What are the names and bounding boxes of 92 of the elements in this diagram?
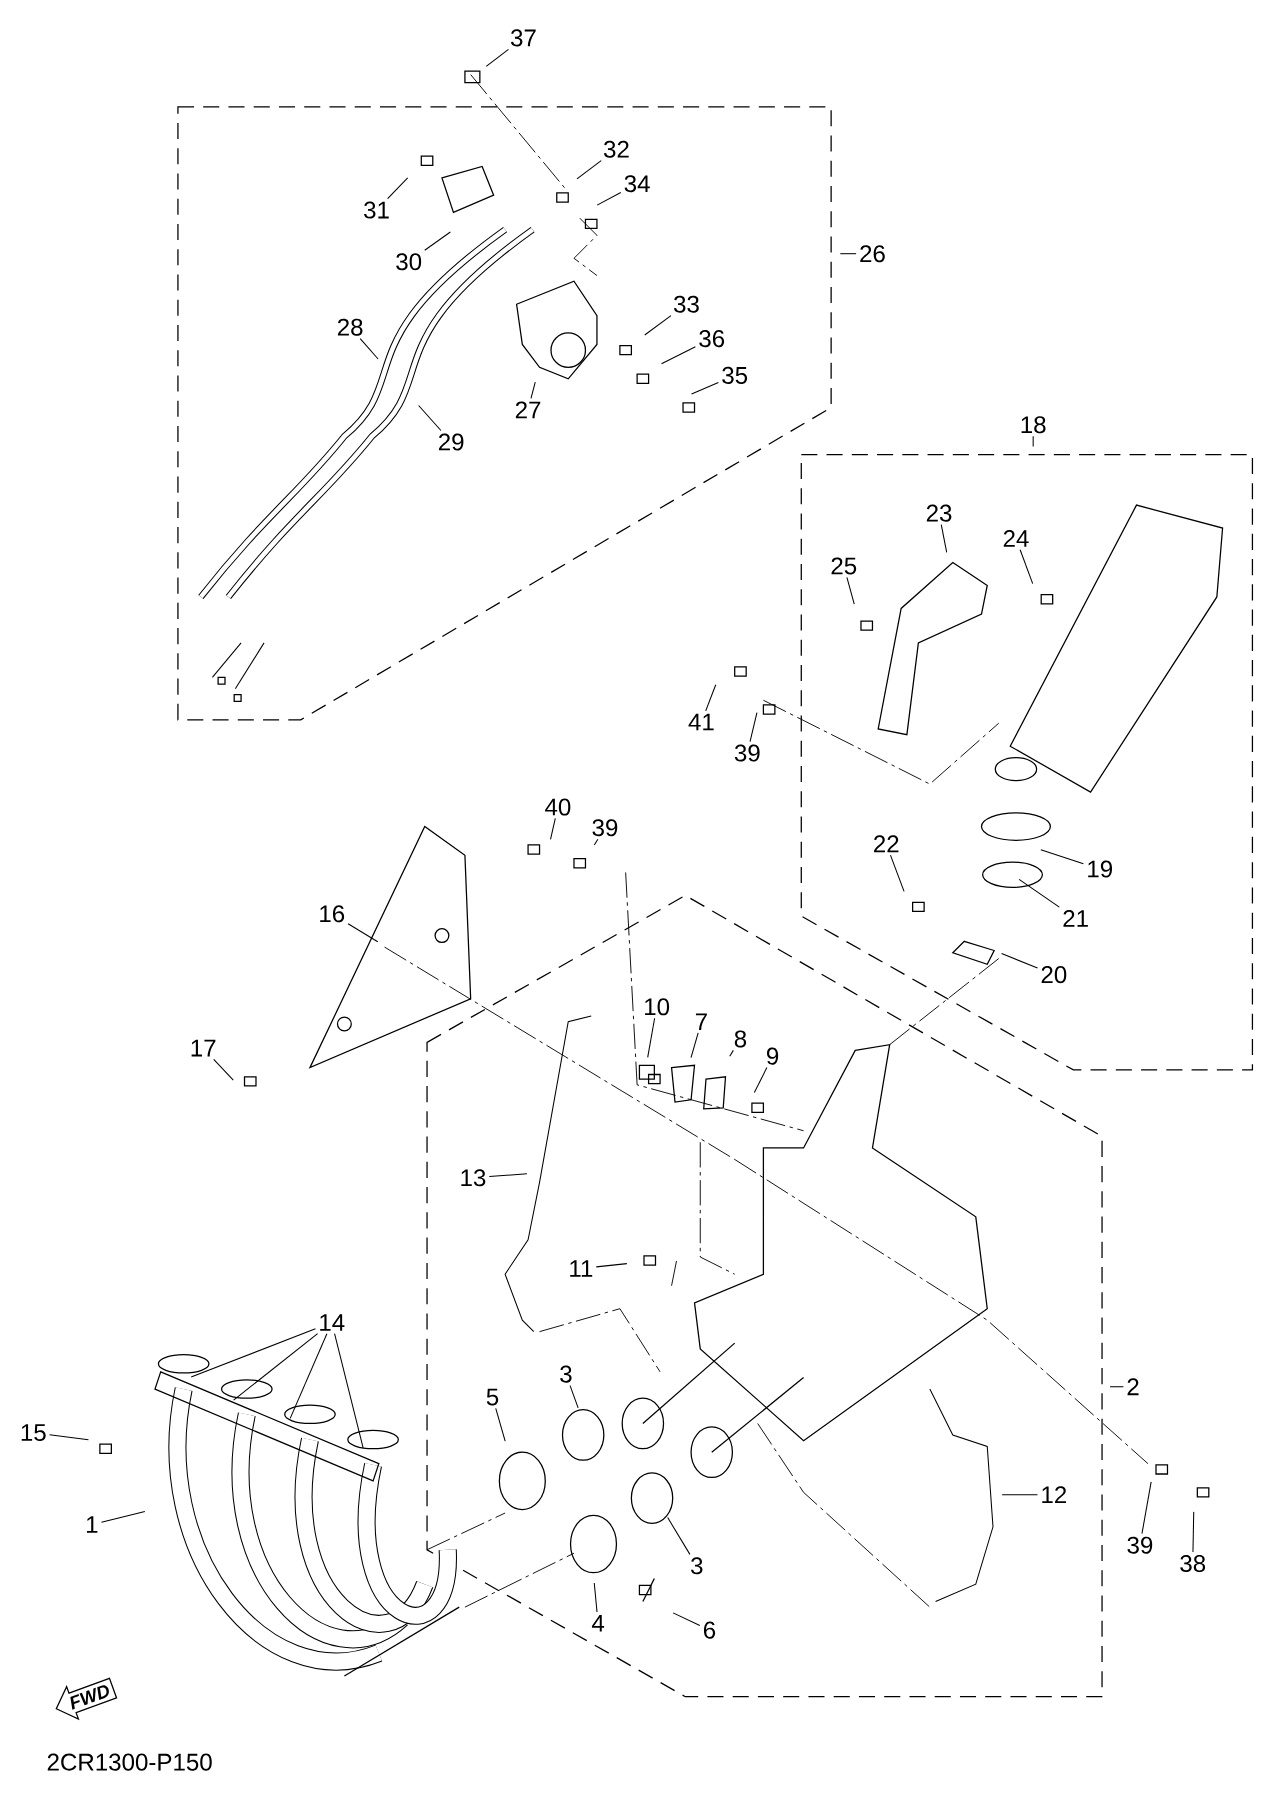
- leader-line: [940, 524, 947, 553]
- leader-line: [1001, 1494, 1038, 1496]
- leader-line: [1192, 1511, 1195, 1553]
- callout-number: 5: [486, 1388, 498, 1406]
- callout-number: 38: [1180, 1555, 1205, 1573]
- leader-line: [1000, 953, 1038, 969]
- callout-number: 28: [337, 318, 363, 336]
- leader-line: [485, 48, 509, 67]
- callout-number: 40: [544, 798, 571, 816]
- leader-line: [666, 1517, 691, 1555]
- callout-number: 8: [734, 1030, 746, 1048]
- leader-line: [596, 191, 622, 206]
- callout-number: 34: [624, 175, 650, 193]
- leader-line: [749, 712, 758, 743]
- leader-line: [1141, 1481, 1152, 1535]
- callout-number: 1: [86, 1516, 98, 1533]
- leader-line: [729, 1049, 734, 1057]
- leader-line: [690, 1032, 699, 1059]
- callout-number: 33: [673, 295, 699, 313]
- callout-number: 19: [1088, 860, 1112, 878]
- callout-number: 21: [1063, 909, 1088, 927]
- callout-number: 36: [699, 330, 724, 348]
- callout-number: 39: [734, 744, 760, 762]
- leader-line: [593, 838, 599, 846]
- callout-number: 29: [438, 433, 464, 451]
- leader-line: [889, 854, 905, 892]
- callout-number: 20: [1041, 966, 1067, 984]
- leader-line: [593, 1582, 598, 1613]
- callout-number: 22: [873, 835, 899, 853]
- leader-line: [569, 1385, 579, 1409]
- callout-number: 31: [363, 201, 389, 219]
- leader-line: [705, 684, 717, 712]
- callout-number: 11: [570, 1260, 592, 1277]
- leader-line: [424, 231, 451, 251]
- callout-number: 10: [644, 998, 669, 1016]
- callout-number: 2: [1127, 1378, 1139, 1396]
- leader-line: [1018, 878, 1060, 908]
- leader-line: [488, 1173, 528, 1178]
- callout-number: 35: [722, 366, 747, 384]
- callout-number: 39: [592, 819, 618, 837]
- callout-number: 24: [1003, 530, 1029, 547]
- leader-line: [647, 1017, 655, 1058]
- leader-line: [1032, 435, 1034, 448]
- leader-line: [417, 404, 442, 432]
- callout-number: 25: [831, 557, 856, 575]
- callout-number: 3: [690, 1557, 703, 1575]
- callout-number: 4: [591, 1614, 604, 1632]
- leader-line: [359, 338, 379, 360]
- leader-line: [1040, 849, 1084, 865]
- leader-line: [1019, 549, 1033, 585]
- leader-line: [672, 1612, 701, 1627]
- leader-line: [495, 1407, 506, 1442]
- leader-line: [1109, 1386, 1124, 1388]
- drawing-number: 2CR1300-P150: [47, 1753, 212, 1771]
- leader-line: [386, 177, 408, 200]
- leader-line: [530, 381, 536, 399]
- callout-number: 15: [21, 1424, 46, 1442]
- callout-number: 14: [320, 1314, 345, 1331]
- leader-line: [232, 1333, 318, 1401]
- leader-line: [289, 1333, 328, 1419]
- leader-line: [347, 923, 379, 943]
- leader-line: [100, 1510, 146, 1523]
- leader-line: [549, 817, 556, 840]
- leader-line: [595, 1263, 628, 1268]
- callout-number: 6: [703, 1621, 715, 1639]
- leader-line: [839, 253, 857, 255]
- callout-number: 32: [603, 140, 629, 158]
- callout-number: 39: [1127, 1536, 1152, 1554]
- callout-number: 17: [191, 1039, 216, 1057]
- callout-number: 16: [320, 905, 344, 923]
- callout-number: 26: [860, 245, 885, 263]
- callout-number: 37: [510, 29, 536, 47]
- leader-line: [190, 1328, 316, 1378]
- callout-number: 18: [1021, 416, 1046, 434]
- leader-line: [48, 1434, 89, 1441]
- callout-number: 41: [688, 713, 714, 731]
- callout-number: 13: [461, 1169, 486, 1187]
- callout-number: 30: [396, 253, 421, 271]
- leader-line: [690, 381, 719, 395]
- leader-line: [846, 576, 855, 605]
- callout-number: 27: [515, 401, 541, 419]
- leader-line: [576, 160, 602, 180]
- callout-number: 9: [766, 1047, 778, 1065]
- callout-number: 12: [1042, 1486, 1066, 1504]
- callout-number: 23: [926, 504, 952, 522]
- leader-line: [213, 1058, 234, 1081]
- leader-line: [644, 315, 672, 336]
- leader-line: [660, 346, 696, 365]
- leader-line: [753, 1067, 768, 1094]
- callout-number: 7: [695, 1013, 707, 1030]
- leader-line: [333, 1333, 364, 1449]
- callout-number: 3: [559, 1365, 572, 1383]
